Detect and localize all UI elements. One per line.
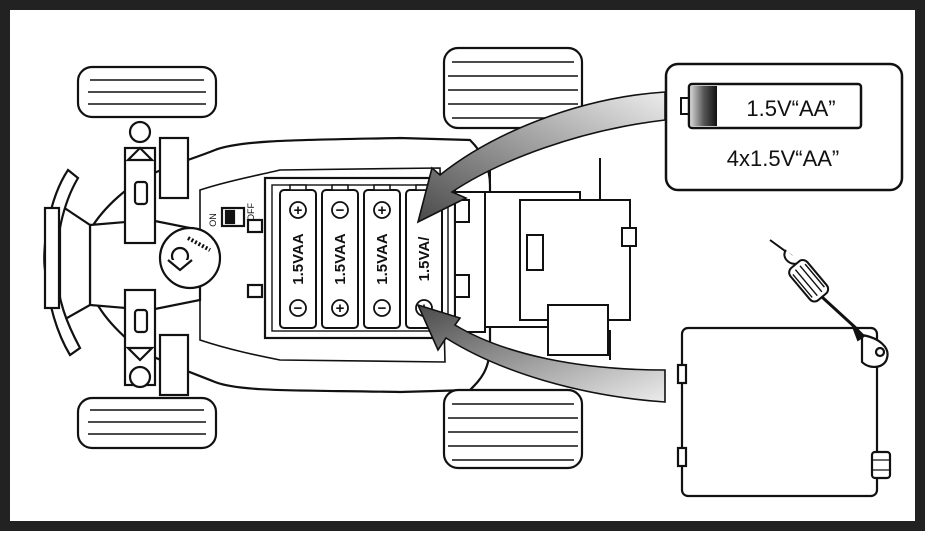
callout-battery-cap [691, 86, 717, 126]
kingpin-top [128, 120, 152, 144]
battery-polarity-ring [289, 299, 307, 317]
battery-polarity-ring [289, 201, 307, 219]
screwdriver [769, 239, 866, 342]
battery-cell-terminal [331, 184, 349, 191]
battery-box-screw-tab [860, 333, 889, 368]
battery-plus-sign: + [378, 202, 387, 219]
switch-screw-bottom [246, 283, 264, 299]
callout-battery [687, 82, 863, 130]
screwdriver-tip [851, 323, 866, 342]
battery-cell-terminal [373, 184, 391, 191]
axle-slot-top [133, 180, 149, 206]
battery-minus-sign: − [336, 202, 345, 219]
battery-cell-label: 1.5VAA [290, 233, 307, 285]
battery-box-latch-top [676, 363, 688, 385]
front-bumper-mount [58, 202, 92, 324]
spring-bottom [125, 346, 155, 362]
motor-mount [547, 304, 609, 356]
battery-minus-sign: − [294, 300, 303, 317]
switch-on-label: ON [208, 213, 218, 227]
switch-screw-top [246, 218, 264, 234]
arrow-from-battery-box [416, 303, 666, 403]
power-switch-slider[interactable] [224, 209, 236, 225]
callout-caption: 4x1.5V“AA” [727, 146, 840, 171]
battery-polarity-ring [331, 299, 349, 317]
battery-box [676, 326, 892, 498]
battery-cells: +−1.5VAA−+1.5VAA+−1.5VAA+1.5VA/ [279, 184, 443, 329]
steering-trim-scale [187, 236, 211, 252]
battery-plus-sign: + [294, 202, 303, 219]
kingpin-bottom [128, 365, 152, 389]
battery-cell-label: 1.5VA/ [416, 236, 433, 282]
callout-battery-label: 1.5V“AA” [746, 96, 835, 121]
battery-box-screw-hole [874, 346, 886, 358]
bumper-plate [43, 206, 61, 310]
battery-cell-3: + − 1.5VAA [363, 184, 401, 329]
wheel-rear-right [442, 388, 584, 470]
arrow-to-compartment-top [416, 91, 666, 224]
steering-link-top [158, 136, 190, 200]
battery-box-connector [870, 450, 892, 480]
battery-cell-1: + − 1.5VAA [279, 184, 317, 329]
battery-cell-2: − +1.5VAA [321, 184, 359, 329]
battery-polarity-ring [373, 201, 391, 219]
steering-trim-dial [158, 226, 222, 290]
wheel-rear-left [442, 46, 584, 130]
battery-cell-label: 1.5VAA [374, 233, 391, 285]
gearbox [454, 150, 637, 360]
battery-minus-sign: − [378, 300, 387, 317]
steering-trim-pointer [167, 259, 193, 272]
battery-cell-terminal [289, 184, 307, 191]
spring-top [125, 146, 155, 162]
wheels [76, 46, 584, 470]
steering-link-bottom [158, 333, 190, 397]
axle-slot-bottom [133, 308, 149, 334]
motor-clip [621, 227, 637, 247]
battery-plus-sign: + [336, 300, 345, 317]
battery-cell-label: 1.5VAA [332, 233, 349, 285]
gear-pin-bottom [454, 274, 470, 298]
battery-polarity-ring [331, 201, 349, 219]
battery-polarity-ring [373, 299, 391, 317]
battery-box-latch-bottom [676, 446, 688, 468]
battery-box-body [680, 326, 879, 498]
wheel-front-right [76, 396, 218, 450]
motor-terminal [526, 234, 544, 271]
switch-off-label: OFF [246, 203, 256, 221]
battery-callout [664, 62, 904, 192]
